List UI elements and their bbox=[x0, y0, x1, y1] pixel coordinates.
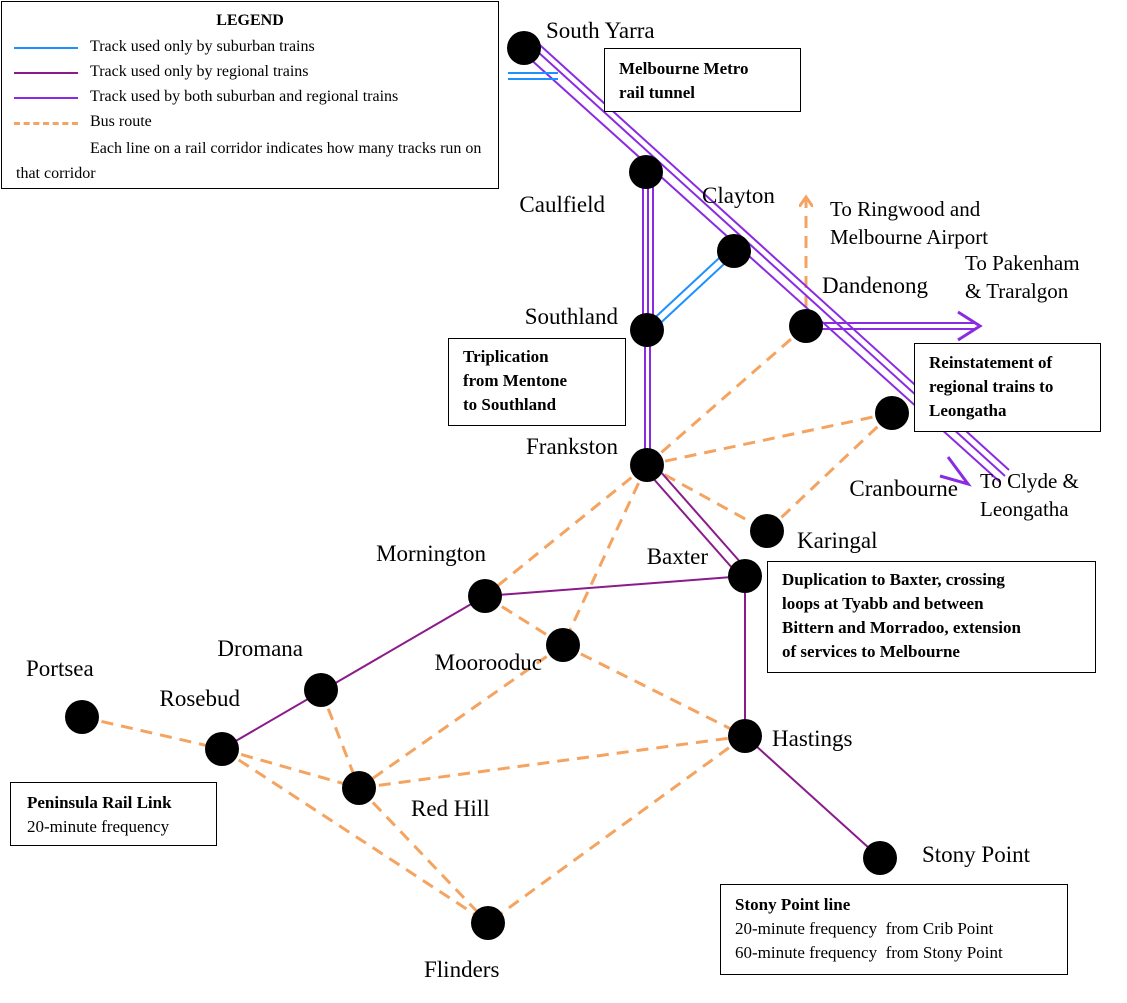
station-baxter bbox=[728, 559, 762, 593]
station-label-red-hill: Red Hill bbox=[411, 796, 490, 821]
station-label-rosebud: Rosebud bbox=[160, 686, 241, 711]
bus-routes bbox=[81, 200, 894, 925]
stations bbox=[65, 31, 909, 940]
station-clayton bbox=[717, 234, 751, 268]
bus-route bbox=[484, 463, 648, 598]
station-label-frankston: Frankston bbox=[526, 434, 619, 459]
station-stony-point bbox=[863, 841, 897, 875]
clyde-destination: To Clyde & Leongatha bbox=[980, 469, 1084, 521]
station-red-hill bbox=[342, 771, 376, 805]
track-regional bbox=[221, 461, 881, 859]
stony-point-box: Stony Point line 20-minute frequency fro… bbox=[720, 884, 1068, 975]
station-label-hastings: Hastings bbox=[772, 726, 853, 751]
legend-swatch-suburban bbox=[14, 47, 78, 49]
station-label-karingal: Karingal bbox=[797, 528, 877, 553]
bus-route bbox=[358, 643, 564, 790]
triplication-box: Triplication from Mentone to Southland bbox=[448, 338, 626, 426]
bus-route bbox=[646, 463, 768, 533]
legend-item-suburban: Track used only by suburban trains bbox=[90, 38, 315, 55]
station-karingal bbox=[750, 514, 784, 548]
bus-route bbox=[358, 734, 746, 790]
station-label-flinders: Flinders bbox=[424, 957, 499, 982]
legend-note: Each line on a rail corridor indicates h… bbox=[16, 140, 482, 182]
bus-route bbox=[319, 689, 361, 789]
station-label-clayton: Clayton bbox=[702, 183, 775, 208]
station-dromana bbox=[304, 673, 338, 707]
station-moorooduc bbox=[546, 628, 580, 662]
station-label-mornington: Mornington bbox=[376, 541, 486, 566]
track-pakenham bbox=[806, 310, 983, 342]
bus-route bbox=[646, 324, 807, 467]
station-cranbourne bbox=[875, 396, 909, 430]
bus-route bbox=[487, 734, 746, 925]
baxter-box: Duplication to Baxter, crossing loops at… bbox=[767, 561, 1096, 673]
arrow-clyde bbox=[939, 456, 972, 487]
bus-route bbox=[561, 464, 649, 646]
legend-swatch-regional bbox=[14, 72, 78, 74]
legend-title: LEGEND bbox=[216, 12, 284, 29]
station-label-portsea: Portsea bbox=[26, 656, 94, 681]
legend-item-bus: Bus route bbox=[90, 113, 152, 130]
legend-item-regional: Track used only by regional trains bbox=[90, 63, 309, 80]
station-label-caulfield: Caulfield bbox=[519, 192, 605, 217]
bus-route bbox=[562, 643, 746, 738]
station-dandenong bbox=[789, 309, 823, 343]
station-label-baxter: Baxter bbox=[647, 544, 709, 569]
bus-route bbox=[765, 411, 894, 533]
legend: LEGEND Track used only by suburban train… bbox=[1, 1, 499, 189]
station-label-stony-point: Stony Point bbox=[922, 842, 1031, 867]
station-south-yarra bbox=[507, 31, 541, 65]
bus-route bbox=[81, 715, 223, 751]
station-portsea bbox=[65, 700, 99, 734]
legend-swatch-both bbox=[14, 97, 78, 99]
track-southland-clayton bbox=[646, 246, 738, 331]
bus-route bbox=[221, 747, 360, 790]
metro-tunnel-box: Melbourne Metro rail tunnel bbox=[604, 48, 801, 112]
station-frankston bbox=[630, 448, 664, 482]
station-hastings bbox=[728, 719, 762, 753]
station-label-south-yarra: South Yarra bbox=[546, 18, 655, 43]
station-flinders bbox=[471, 906, 505, 940]
station-southland bbox=[630, 313, 664, 347]
station-label-cranbourne: Cranbourne bbox=[849, 476, 958, 501]
station-label-moorooduc: Moorooduc bbox=[435, 650, 542, 675]
ringwood-destination: To Ringwood and Melbourne Airport bbox=[830, 197, 988, 249]
bus-route bbox=[484, 594, 564, 647]
station-label-dandenong: Dandenong bbox=[822, 273, 929, 298]
legend-item-both: Track used by both suburban and regional… bbox=[90, 88, 399, 105]
leongatha-box: Reinstatement of regional trains to Leon… bbox=[914, 343, 1101, 432]
station-rosebud bbox=[205, 732, 239, 766]
bus-route bbox=[221, 747, 489, 925]
peninsula-box: Peninsula Rail Link 20-minute frequency bbox=[10, 782, 217, 846]
bus-route bbox=[357, 786, 490, 925]
track-caulfield-frankston bbox=[642, 172, 654, 465]
bus-route bbox=[646, 411, 893, 467]
station-label-southland: Southland bbox=[525, 304, 619, 329]
legend-swatch-bus bbox=[14, 122, 78, 125]
track-tunnel-entry bbox=[508, 72, 558, 80]
pakenham-destination: To Pakenham & Traralgon bbox=[965, 251, 1085, 303]
station-label-dromana: Dromana bbox=[217, 636, 303, 661]
station-caulfield bbox=[629, 155, 663, 189]
station-mornington bbox=[468, 579, 502, 613]
